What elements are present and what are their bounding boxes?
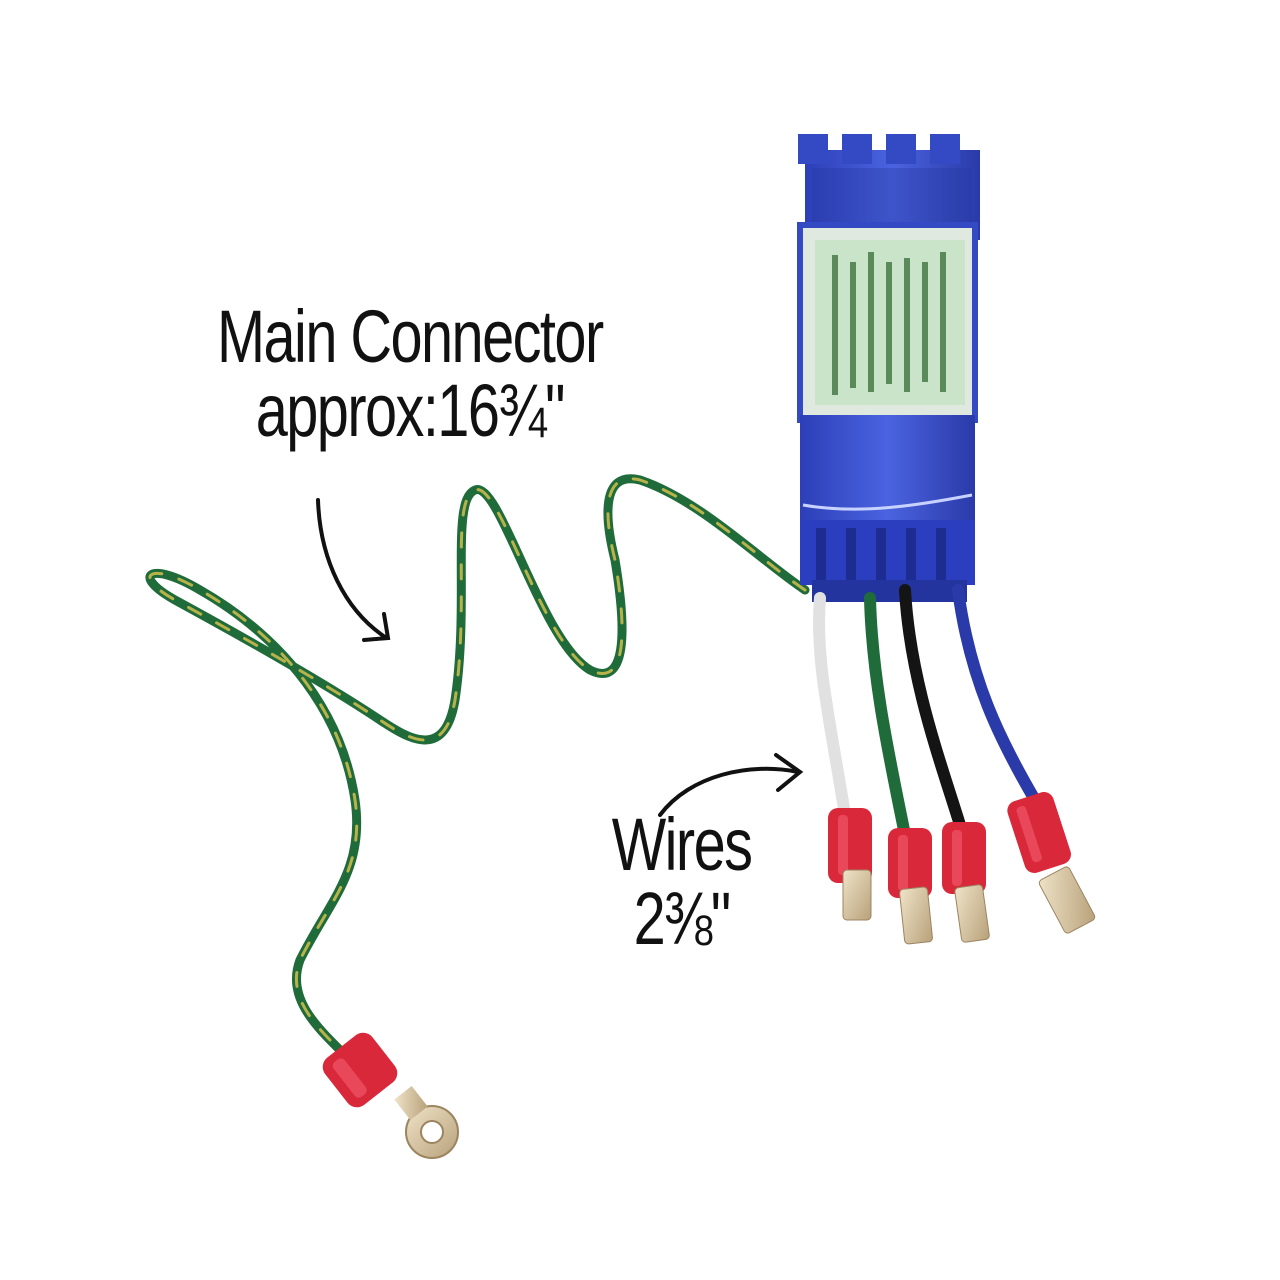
wires-title: Wires — [611, 803, 753, 886]
spade-terminal-blue — [1007, 791, 1096, 934]
ring-terminal — [322, 1032, 459, 1159]
spade-terminal-black — [942, 822, 990, 943]
lead-wires — [813, 584, 1041, 841]
wires-callout: Wires 2⅜" — [588, 808, 775, 956]
main-connector-length: approx:16¾" — [255, 369, 566, 452]
spade-terminal-white — [828, 808, 872, 921]
main-connector-arrow — [316, 498, 391, 642]
main-connector-callout: Main Connector approx:16¾" — [168, 300, 652, 448]
wires-arrow — [658, 753, 804, 817]
spade-terminals — [828, 791, 1096, 945]
spade-terminal-green — [888, 828, 933, 945]
wires-length: 2⅜" — [633, 877, 732, 960]
main-connector-wire — [145, 474, 810, 1065]
control-module — [797, 134, 980, 602]
main-connector-title: Main Connector — [216, 295, 604, 378]
